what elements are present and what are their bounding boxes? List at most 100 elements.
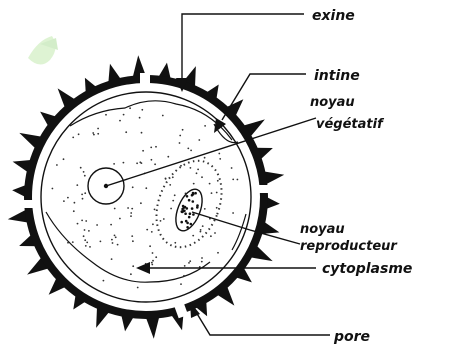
granule (146, 229, 148, 231)
granule (119, 120, 121, 122)
granule (88, 230, 90, 232)
granule (155, 256, 157, 258)
granule (200, 231, 202, 233)
chromatin-dot (188, 216, 191, 219)
chromatin-dot (189, 212, 192, 215)
granule (84, 175, 86, 177)
chromatin-dot (180, 221, 183, 224)
granule (188, 262, 190, 264)
granule (103, 280, 105, 282)
granule (214, 232, 216, 234)
chromatin-dot (192, 192, 195, 195)
granule (165, 178, 167, 180)
granule (183, 275, 185, 277)
granule (93, 134, 95, 136)
granule (237, 179, 239, 181)
granule (151, 262, 153, 264)
granule (67, 197, 69, 199)
granule (78, 133, 80, 135)
granule (155, 146, 157, 148)
granule (192, 235, 194, 237)
granule (184, 265, 186, 267)
granule (130, 215, 132, 217)
granule (85, 220, 87, 222)
granule (190, 167, 192, 169)
chromatin-dot (192, 213, 195, 216)
granule (131, 235, 133, 237)
granule (114, 208, 116, 210)
granule (111, 239, 113, 241)
chromatin-dot (186, 195, 189, 198)
granule (81, 220, 83, 222)
granule (154, 163, 156, 165)
granule (180, 165, 182, 167)
granule (201, 261, 203, 263)
granule (100, 241, 102, 243)
vegetative-nucleus-label-line1: noyau (310, 95, 355, 110)
granule (83, 235, 85, 237)
granule (152, 252, 154, 254)
granule (151, 264, 153, 266)
granule (130, 212, 132, 214)
intine-label: intine (314, 68, 360, 84)
granule (187, 148, 189, 150)
granule (123, 162, 125, 164)
granule (172, 176, 174, 178)
granule (117, 244, 119, 246)
granule (56, 164, 58, 166)
reproductive-nucleus-label-line2: reproducteur (300, 239, 398, 254)
granule (179, 135, 181, 137)
granule (151, 231, 153, 233)
granule (84, 239, 86, 241)
granule (204, 125, 206, 127)
granule (130, 273, 132, 275)
granule (132, 265, 134, 267)
granule (111, 258, 113, 260)
granule (200, 229, 202, 231)
granule (110, 224, 112, 226)
granule (149, 245, 151, 247)
granule (132, 186, 134, 188)
cytoplasm-label: cytoplasme (322, 261, 412, 277)
granule (76, 184, 78, 186)
granule (89, 246, 91, 248)
granule (193, 183, 195, 185)
granule (139, 161, 141, 163)
granule (196, 172, 198, 174)
granule (204, 157, 206, 159)
granule (85, 245, 87, 247)
granule (123, 114, 125, 116)
granule (63, 200, 65, 202)
exine-label: exine (312, 8, 355, 24)
chromatin-dot (194, 192, 197, 195)
granule (179, 142, 181, 144)
granule (152, 223, 154, 225)
granule (131, 208, 133, 210)
granule (201, 257, 203, 259)
granule (197, 169, 199, 171)
granule (169, 184, 171, 186)
granule (112, 242, 114, 244)
chromatin-dot (186, 226, 189, 229)
granule (119, 218, 121, 220)
granule (170, 208, 172, 210)
granule (132, 240, 134, 242)
granule (232, 212, 234, 214)
chromatin-dot (191, 207, 194, 210)
granule (97, 128, 99, 130)
granule (114, 235, 116, 237)
granule (154, 209, 156, 211)
granule (231, 167, 233, 169)
granule (67, 242, 69, 244)
granule (163, 218, 165, 220)
reproductive-nucleus-label-line1: noyau (300, 222, 345, 237)
granule (190, 150, 192, 152)
chromatin-dot (184, 212, 187, 215)
granule (209, 183, 211, 185)
granule (74, 202, 76, 204)
chromatin-dot (182, 210, 185, 213)
granule (211, 192, 213, 194)
granule (219, 158, 221, 160)
chromatin-dot (182, 205, 185, 208)
